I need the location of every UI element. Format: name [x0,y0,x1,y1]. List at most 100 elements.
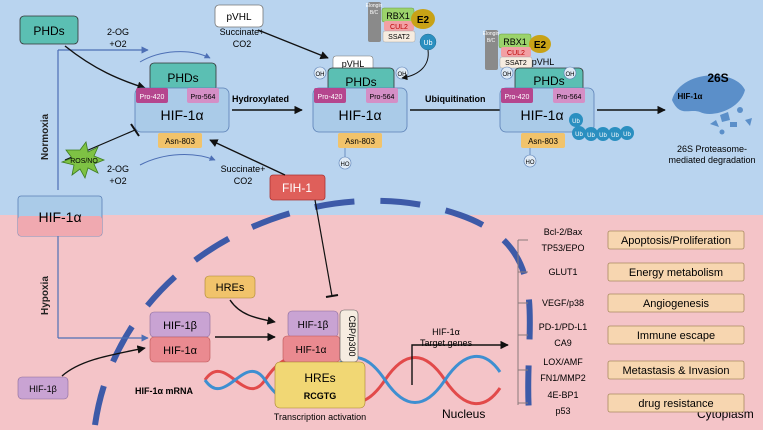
complex2-oh-left-label: OH [316,72,325,78]
ub-chain-6 [620,126,634,140]
hif1b-arrow [61,345,146,377]
ub-chain-2-label: Ub [575,132,583,138]
target-label-2: Target genes [420,338,473,348]
ub-chain-5 [608,127,622,141]
target-gene-label: Bcl-2/Bax [544,227,583,237]
dimer-hif1b-label: HIF-1β [163,320,197,332]
complex3-asn803 [521,133,565,148]
ub-chain-4 [596,127,610,141]
e2-c3-label: E2 [534,40,547,51]
proteasome-hif-label: HIF-1α [678,92,703,101]
hydroxylated-label: Hydroxylated [232,94,289,104]
elongin-c3 [485,30,498,70]
tx-hif1b-label: HIF-1β [298,320,329,331]
complex2-pvhl-label: pVHL [342,59,365,69]
proteasome-label: 26S [707,71,728,85]
ssat2-top-label: SSAT2 [388,34,410,41]
complex3-ho-label: HO [526,160,535,166]
complex3-pro564 [553,88,585,103]
complex3-pro420 [501,88,533,103]
complex2-pro420 [314,88,346,103]
complex2-pro564 [366,88,398,103]
outcome-label: drug resistance [638,398,713,410]
outcome-label: Metastasis & Invasion [623,365,730,377]
nucleus-label: Nucleus [442,407,485,421]
complex3-oh-right [563,66,577,80]
complex3-phds-label: PHDs [533,74,564,88]
outcome-label: Energy metabolism [629,267,723,279]
target-gene-label: TP53/EPO [541,243,584,253]
dimer-hif1a-label: HIF-1α [163,345,198,357]
complex3-ho [523,154,537,168]
ub-chain-1-label: Ub [572,119,580,125]
complex2-pro420-label: Pro-420 [318,94,343,101]
pvhl-c3-label: pVHL [532,57,555,67]
cofactor-succinate: Succinate+ [220,27,265,37]
complex3-asn803-label: Asn-803 [528,137,558,146]
ub-chain-3 [584,127,598,141]
ros-inhibit-bar [130,123,140,137]
hres-box-label: HREs [216,282,245,294]
nuclear-membrane [92,197,533,426]
e2-c3 [529,35,551,53]
ssat2-c3 [499,56,533,69]
cul2-c3-label: CUL2 [507,50,525,57]
outcome-label: Angiogenesis [643,298,710,310]
complex3-hif1a-label: HIF-1α [520,107,563,123]
pvhl-box [214,4,264,28]
elongin-top [368,2,381,42]
fih1-inhibit-bar [325,294,339,298]
proteasome-shape [672,75,745,114]
degradation-label-1: 26S Proteasome- [677,144,747,154]
elongin-c3-label-1: Elongin [483,31,500,37]
cofactor-co2: CO2 [233,39,252,49]
degradation-label-2: mediated degradation [668,155,755,165]
cofactor-o2-2: +O2 [109,176,126,186]
complex2-ho [338,156,352,170]
phds-box [19,15,79,45]
target-gene-label: GLUT1 [548,267,577,277]
hif1b-small [17,376,69,400]
fragment-1 [720,112,730,122]
mrna-label: HIF-1α mRNA [135,386,194,396]
ub-chain-4-label: Ub [599,133,607,139]
outcome-box [607,230,745,250]
complex2-oh-left [313,66,327,80]
complex3-oh-right-label: OH [566,72,575,78]
outcome-label: Apoptosis/Proliferation [621,235,731,247]
complex1-pro564-label: Pro-564 [191,94,216,101]
complex1-pro564 [187,88,219,103]
target-genes-arrow [411,340,509,385]
fragment-2 [737,107,743,113]
fragment-5 [745,118,752,126]
fih1-arrow [209,139,286,176]
target-gene-label: CA9 [554,338,572,348]
fragment-6 [719,129,725,135]
ub-chain-5-label: Ub [611,133,619,139]
hres-box [204,275,256,299]
ros-no-label: ROS/NO [70,158,98,165]
cbp-p300-label: CBP/p300 [347,315,357,356]
rbx1-top-label: RBX1 [386,11,410,21]
cofactor-succinate-2: Succinate+ [221,164,266,174]
fih1-label: FIH-1 [282,181,312,195]
ssat2-c3-label: SSAT2 [505,60,527,67]
complex1-asn803 [158,133,202,148]
cul2-top [384,21,414,31]
ub-arrow-top [401,49,429,81]
target-gene-label: p53 [555,406,570,416]
dimer-hif1a [149,336,211,363]
phds-box-label: PHDs [33,24,64,38]
transcription-label: Transcription activation [274,412,366,422]
ub-chain-1 [569,113,583,127]
fih1-box [269,174,326,201]
elongin-top-label-2: B/C [370,10,379,16]
phds-arrow [64,45,146,90]
outcome-box [607,325,745,345]
dna-hres [274,361,366,409]
complex2-pro564-label: Pro-564 [370,94,395,101]
outcome-box [607,262,745,282]
complex3-pro564-label: Pro-564 [557,94,582,101]
target-gene-label: VEGF/p38 [542,298,584,308]
